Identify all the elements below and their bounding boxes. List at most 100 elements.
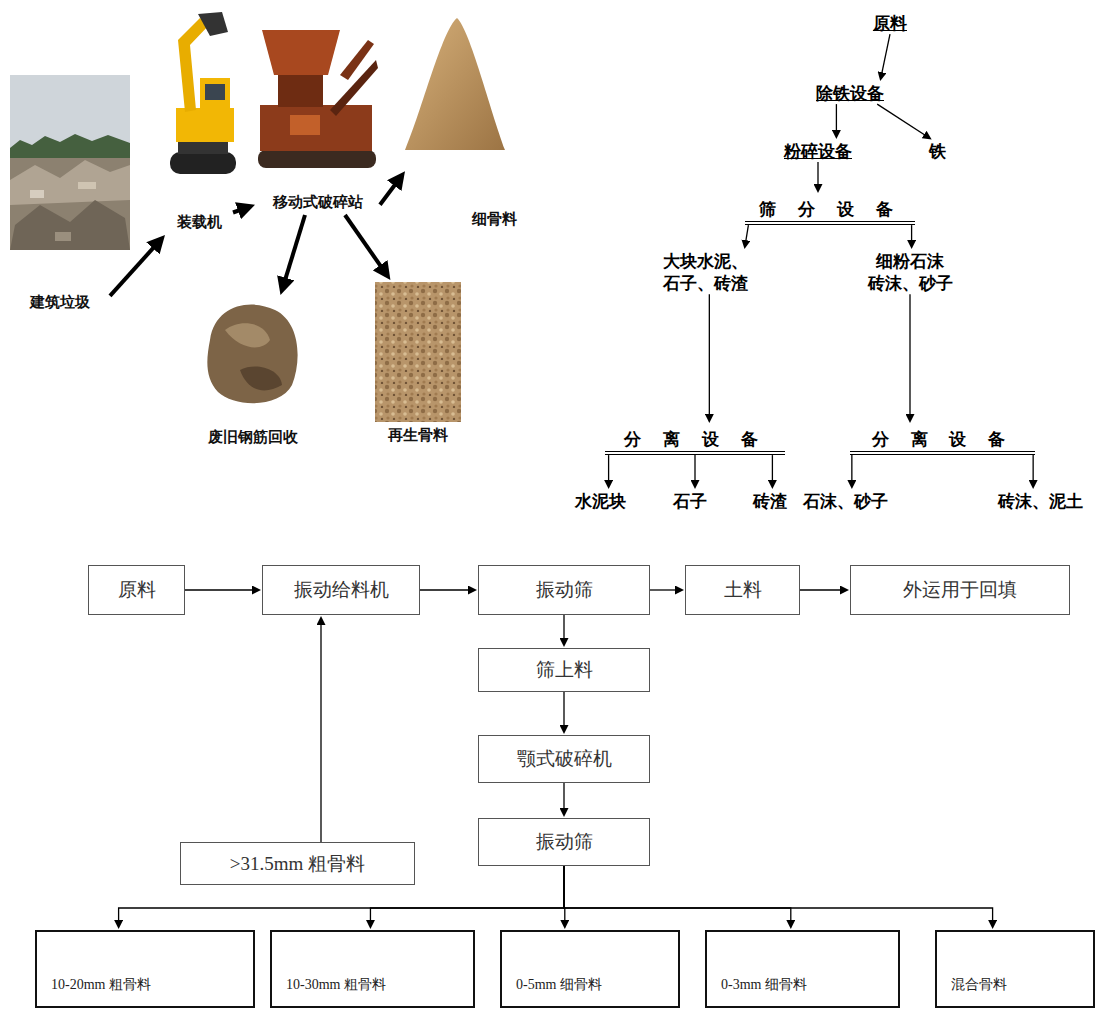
process-box: 外运用于回填 — [850, 565, 1070, 615]
flow-arrow — [772, 455, 773, 484]
node-text: 振动筛 — [536, 829, 593, 855]
node-text: 分 离 设 备 — [624, 429, 766, 449]
flow-arrow — [650, 589, 680, 590]
aggregate-photo — [375, 282, 461, 422]
flow-arrow — [233, 208, 247, 213]
flow-arrow — [608, 455, 609, 484]
flow-arrow — [563, 783, 564, 813]
photo-caption: 建筑垃圾 — [10, 75, 110, 315]
node-text: >31.5mm 粗骨料 — [230, 851, 365, 877]
process-box: 土料 — [685, 565, 800, 615]
flow-arrow — [909, 294, 910, 418]
node-text: 再生骨料 — [388, 426, 448, 446]
photo-caption: 废旧钢筋回收 — [198, 295, 308, 450]
flow-arrow — [563, 692, 564, 730]
node-text: 细骨料 — [472, 210, 517, 230]
flow-arrow — [709, 294, 710, 418]
process-bar: 分 离 设 备 — [850, 424, 1035, 455]
flow-arrow — [817, 162, 818, 188]
photo-caption: 再生骨料 — [372, 280, 464, 448]
node-text: 振动筛 — [536, 577, 593, 603]
node-text: 石子 — [673, 491, 707, 511]
node-text: 原料 — [873, 13, 907, 33]
output-box: 混合骨料 — [935, 930, 1095, 1008]
node-text: 混合骨料 — [951, 977, 1007, 992]
flow-arrow — [110, 242, 159, 296]
process-label: 石子 — [673, 490, 707, 512]
process-box: 颚式破碎机 — [478, 735, 650, 783]
node-text: 分 离 设 备 — [872, 429, 1014, 449]
process-box: 振动筛 — [478, 818, 650, 866]
node-text: 0-5mm 细骨料 — [516, 977, 602, 992]
node-text: 砖渣 — [753, 491, 787, 511]
process-label: 细粉石沫 砖沫、砂子 — [867, 250, 954, 294]
node-text: 砖沫、泥土 — [998, 491, 1083, 511]
process-box: >31.5mm 粗骨料 — [180, 842, 415, 885]
flow-arrow — [694, 455, 695, 484]
process-label: 铁 — [929, 140, 946, 162]
output-box: 0-3mm 细骨料 — [705, 930, 900, 1008]
waste-photo — [10, 75, 130, 250]
node-text: 铁 — [929, 141, 946, 161]
node-text: 10-20mm 粗骨料 — [51, 977, 151, 992]
node-text: 除铁设备 — [816, 83, 884, 103]
node-text: 石沫、砂子 — [803, 491, 888, 511]
node-text: 细粉石沫 砖沫、砂子 — [868, 251, 953, 293]
process-box: 振动给料机 — [262, 565, 420, 615]
flow-arrow — [563, 615, 564, 643]
node-text: 大块水泥、 石子、砖渣 — [663, 251, 748, 293]
process-box: 振动筛 — [478, 565, 650, 615]
node-text: 筛上料 — [536, 657, 593, 683]
process-label: 除铁设备 — [816, 82, 884, 104]
flow-arrow — [836, 104, 837, 134]
node-text: 0-3mm 细骨料 — [721, 977, 807, 992]
output-box: 0-5mm 细骨料 — [500, 930, 680, 1008]
flow-arrow — [911, 225, 912, 244]
process-label: 大块水泥、 石子、砖渣 — [662, 250, 749, 294]
node-text: 振动给料机 — [294, 577, 389, 603]
excavator — [170, 12, 236, 174]
flow-arrow — [345, 215, 385, 273]
process-label: 石沫、砂子 — [803, 490, 888, 512]
node-text: 土料 — [724, 577, 762, 603]
output-box: 10-30mm 粗骨料 — [270, 930, 475, 1008]
node-text: 粉碎设备 — [784, 141, 852, 161]
sand-pile — [405, 18, 505, 150]
photo-caption: 装载机 — [165, 10, 233, 235]
flow-arrow — [564, 866, 791, 925]
flow-arrow — [564, 866, 993, 925]
process-label: 砖沫、泥土 — [998, 490, 1083, 512]
process-label: 粉碎设备 — [784, 140, 852, 162]
flow-arrow — [877, 104, 928, 137]
flow-arrow — [320, 621, 321, 843]
node-text: 建筑垃圾 — [30, 293, 90, 313]
photo-caption: 细骨料 — [405, 15, 517, 232]
flow-arrow — [745, 225, 748, 244]
output-box: 10-20mm 粗骨料 — [35, 930, 255, 1008]
node-text: 移动式破碎站 — [273, 193, 363, 213]
node-text: 筛 分 设 备 — [759, 199, 901, 219]
flow-arrow — [283, 215, 305, 286]
node-text: 废旧钢筋回收 — [208, 428, 298, 448]
process-label: 水泥块 — [575, 490, 626, 512]
process-label: 原料 — [873, 12, 907, 34]
mobile-crusher — [258, 30, 378, 168]
process-box: 原料 — [88, 565, 185, 615]
process-label: 砖渣 — [753, 490, 787, 512]
flow-arrow — [800, 589, 845, 590]
process-box: 筛上料 — [478, 648, 650, 692]
flow-arrow — [1033, 455, 1034, 484]
flow-arrow — [851, 455, 852, 484]
scrap-rebar — [207, 305, 297, 404]
node-text: 装载机 — [177, 213, 222, 233]
node-text: 外运用于回填 — [903, 577, 1017, 603]
photo-caption: 移动式破碎站 — [255, 10, 380, 215]
flow-arrow — [185, 589, 257, 590]
node-text: 10-30mm 粗骨料 — [286, 977, 386, 992]
node-text: 原料 — [118, 577, 156, 603]
process-bar: 分 离 设 备 — [605, 424, 785, 455]
node-text: 颚式破碎机 — [517, 746, 612, 772]
flow-arrow — [420, 589, 473, 590]
flow-arrow — [380, 178, 400, 204]
